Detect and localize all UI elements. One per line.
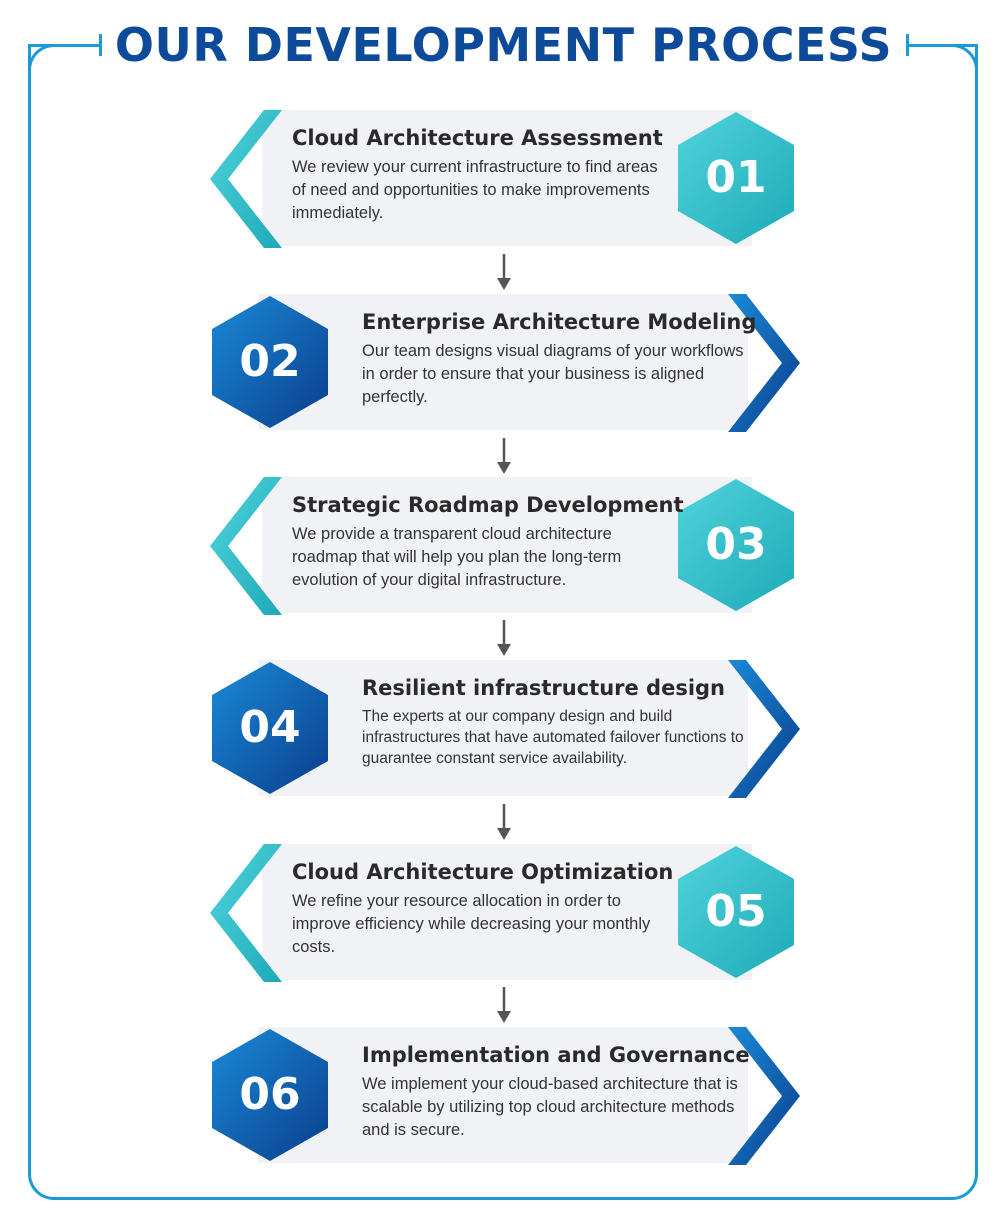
content-frame (28, 44, 978, 1200)
process-step-05: 05 Cloud Architecture Optimization We re… (0, 844, 1007, 984)
process-step-06: 06 Implementation and Governance We impl… (0, 1027, 1007, 1167)
step-text: Resilient infrastructure design The expe… (362, 674, 752, 769)
chevron-right-icon (728, 1027, 800, 1165)
chevron-right-icon (728, 294, 800, 432)
step-card (258, 660, 748, 796)
down-arrow-icon (497, 804, 511, 840)
step-text: Implementation and Governance We impleme… (362, 1041, 752, 1142)
step-title: Strategic Roadmap Development (292, 493, 684, 517)
chevron-right-icon (728, 660, 800, 798)
step-card (262, 844, 752, 980)
step-card (258, 294, 748, 430)
step-card (258, 1027, 748, 1163)
down-arrow-icon (497, 987, 511, 1023)
step-text: Enterprise Architecture Modeling Our tea… (362, 308, 757, 409)
step-description: Our team designs visual diagrams of your… (362, 342, 744, 406)
frame-tick-left (99, 34, 102, 56)
step-description: We provide a transparent cloud architect… (292, 525, 622, 589)
step-title: Cloud Architecture Assessment (292, 126, 663, 150)
hexagon-badge-icon (678, 479, 794, 611)
step-text: Cloud Architecture Optimization We refin… (292, 858, 674, 959)
step-description: We implement your cloud-based architectu… (362, 1075, 738, 1139)
hexagon-badge-icon (212, 662, 328, 794)
down-arrow-icon (497, 620, 511, 656)
step-number: 05 (705, 886, 767, 937)
down-arrow-icon (497, 254, 511, 290)
step-card (262, 477, 752, 613)
step-text: Cloud Architecture Assessment We review … (292, 124, 672, 225)
step-title: Enterprise Architecture Modeling (362, 310, 757, 334)
step-number: 02 (239, 336, 301, 387)
hexagon-badge-icon (212, 296, 328, 428)
hexagon-badge-icon (212, 1029, 328, 1161)
process-step-04: 04 Resilient infrastructure design The e… (0, 660, 1007, 800)
frame-tick-right (906, 34, 909, 56)
step-description: We review your current infrastructure to… (292, 158, 658, 222)
page-title: OUR DEVELOPMENT PROCESS (114, 18, 893, 72)
hexagon-badge-icon (678, 112, 794, 244)
process-step-01: 01 Cloud Architecture Assessment We revi… (0, 110, 1007, 250)
step-number: 01 (705, 152, 767, 203)
chevron-left-icon (210, 110, 282, 248)
step-title: Implementation and Governance (362, 1043, 750, 1067)
down-arrow-icon (497, 438, 511, 474)
step-description: The experts at our company design and bu… (362, 708, 744, 767)
frame-top-left (28, 44, 102, 47)
hexagon-badge-icon (678, 846, 794, 978)
process-step-03: 03 Strategic Roadmap Development We prov… (0, 477, 1007, 617)
step-card (262, 110, 752, 246)
step-number: 04 (239, 702, 301, 753)
step-number: 06 (239, 1069, 301, 1120)
step-number: 03 (705, 519, 767, 570)
step-text: Strategic Roadmap Development We provide… (292, 491, 684, 592)
chevron-left-icon (210, 477, 282, 615)
process-step-02: 02 Enterprise Architecture Modeling Our … (0, 294, 1007, 434)
chevron-left-icon (210, 844, 282, 982)
step-description: We refine your resource allocation in or… (292, 892, 651, 956)
step-title: Cloud Architecture Optimization (292, 860, 674, 884)
frame-top-right (906, 44, 978, 47)
step-title: Resilient infrastructure design (362, 676, 726, 700)
